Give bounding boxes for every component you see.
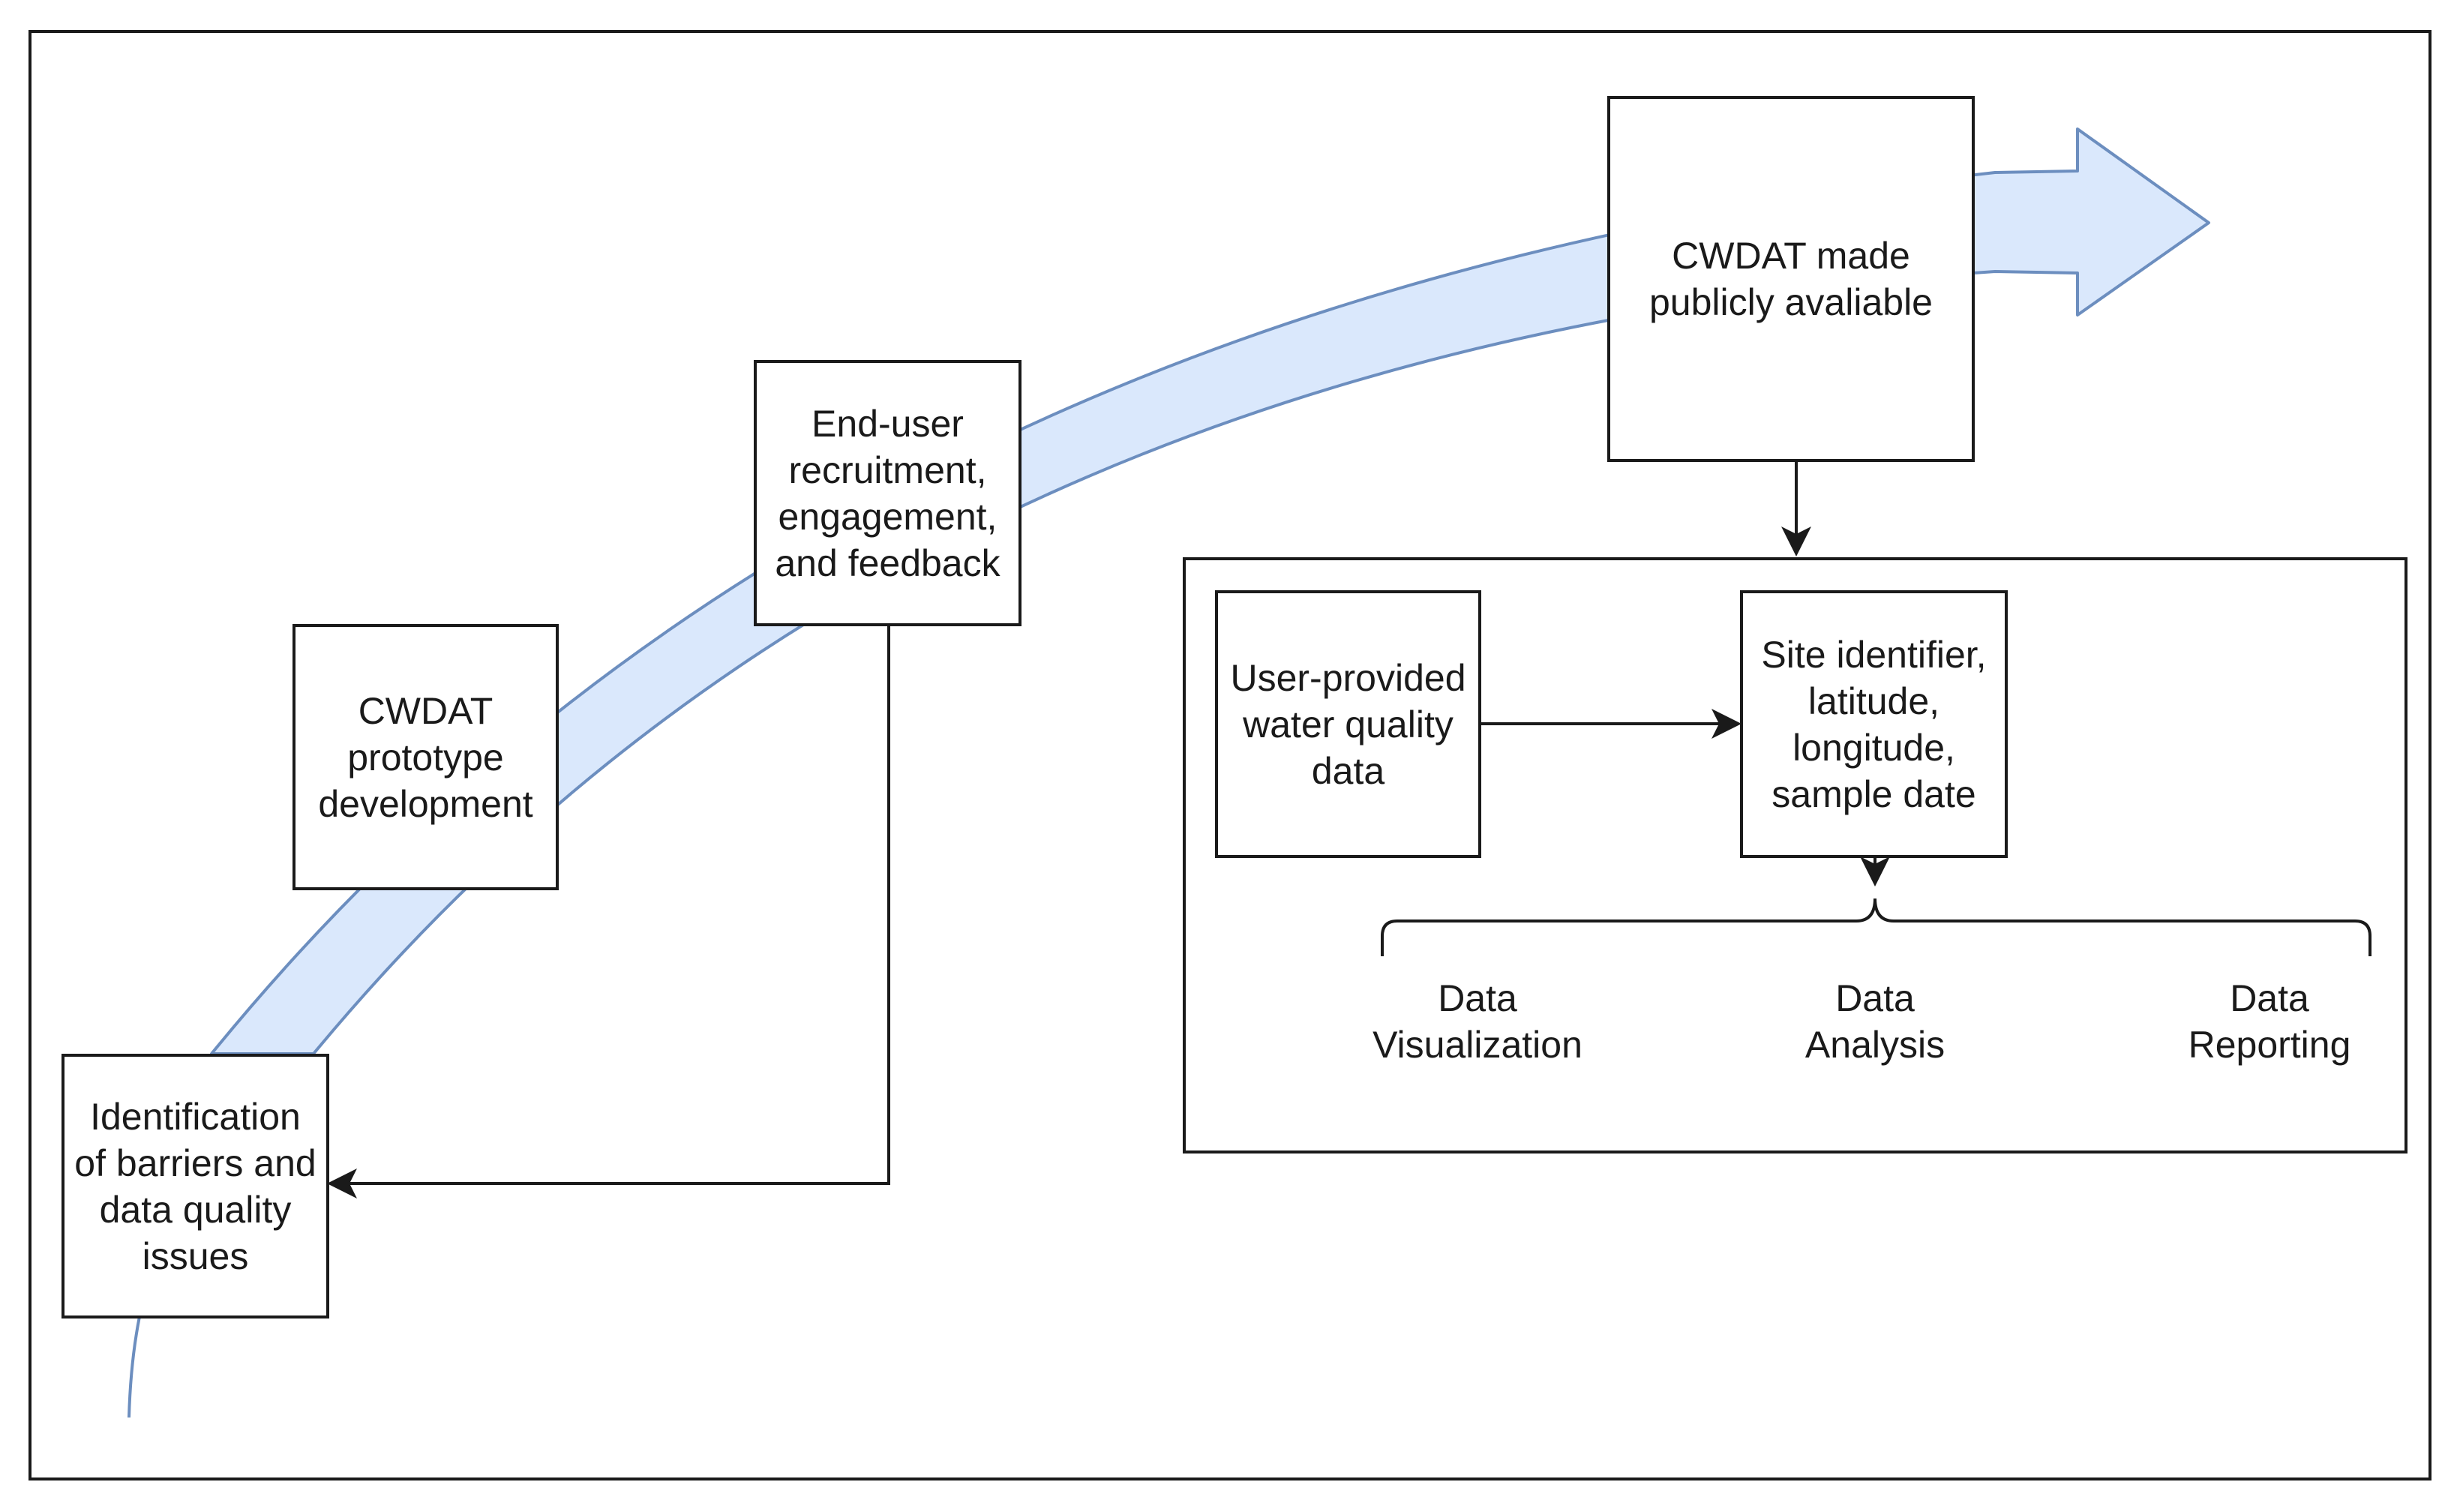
output-reporting-label: Data Reporting (2188, 977, 2351, 1066)
input-data-box: User-provided water quality data (1215, 590, 1481, 858)
outer-frame (28, 30, 2432, 1480)
process-arc-band (210, 128, 2210, 1055)
outputs-brace (1381, 898, 2372, 956)
stage-prototype-box: CWDAT prototype development (292, 624, 559, 890)
fields-box: Site identifier, latitude, longitude, sa… (1740, 590, 2008, 858)
output-analysis-label: Data Analysis (1804, 977, 1946, 1066)
feedback-connector (327, 624, 890, 1198)
stage-public-box: CWDAT made publicly avaliable (1607, 96, 1975, 462)
output-visualization-label: Data Visualization (1372, 977, 1582, 1066)
stage-identification-box: Identification of barriers and data qual… (62, 1054, 329, 1318)
detail-panel (1183, 557, 2408, 1154)
stage-end-user-box: End-user recruitment, engagement, and fe… (754, 360, 1022, 626)
